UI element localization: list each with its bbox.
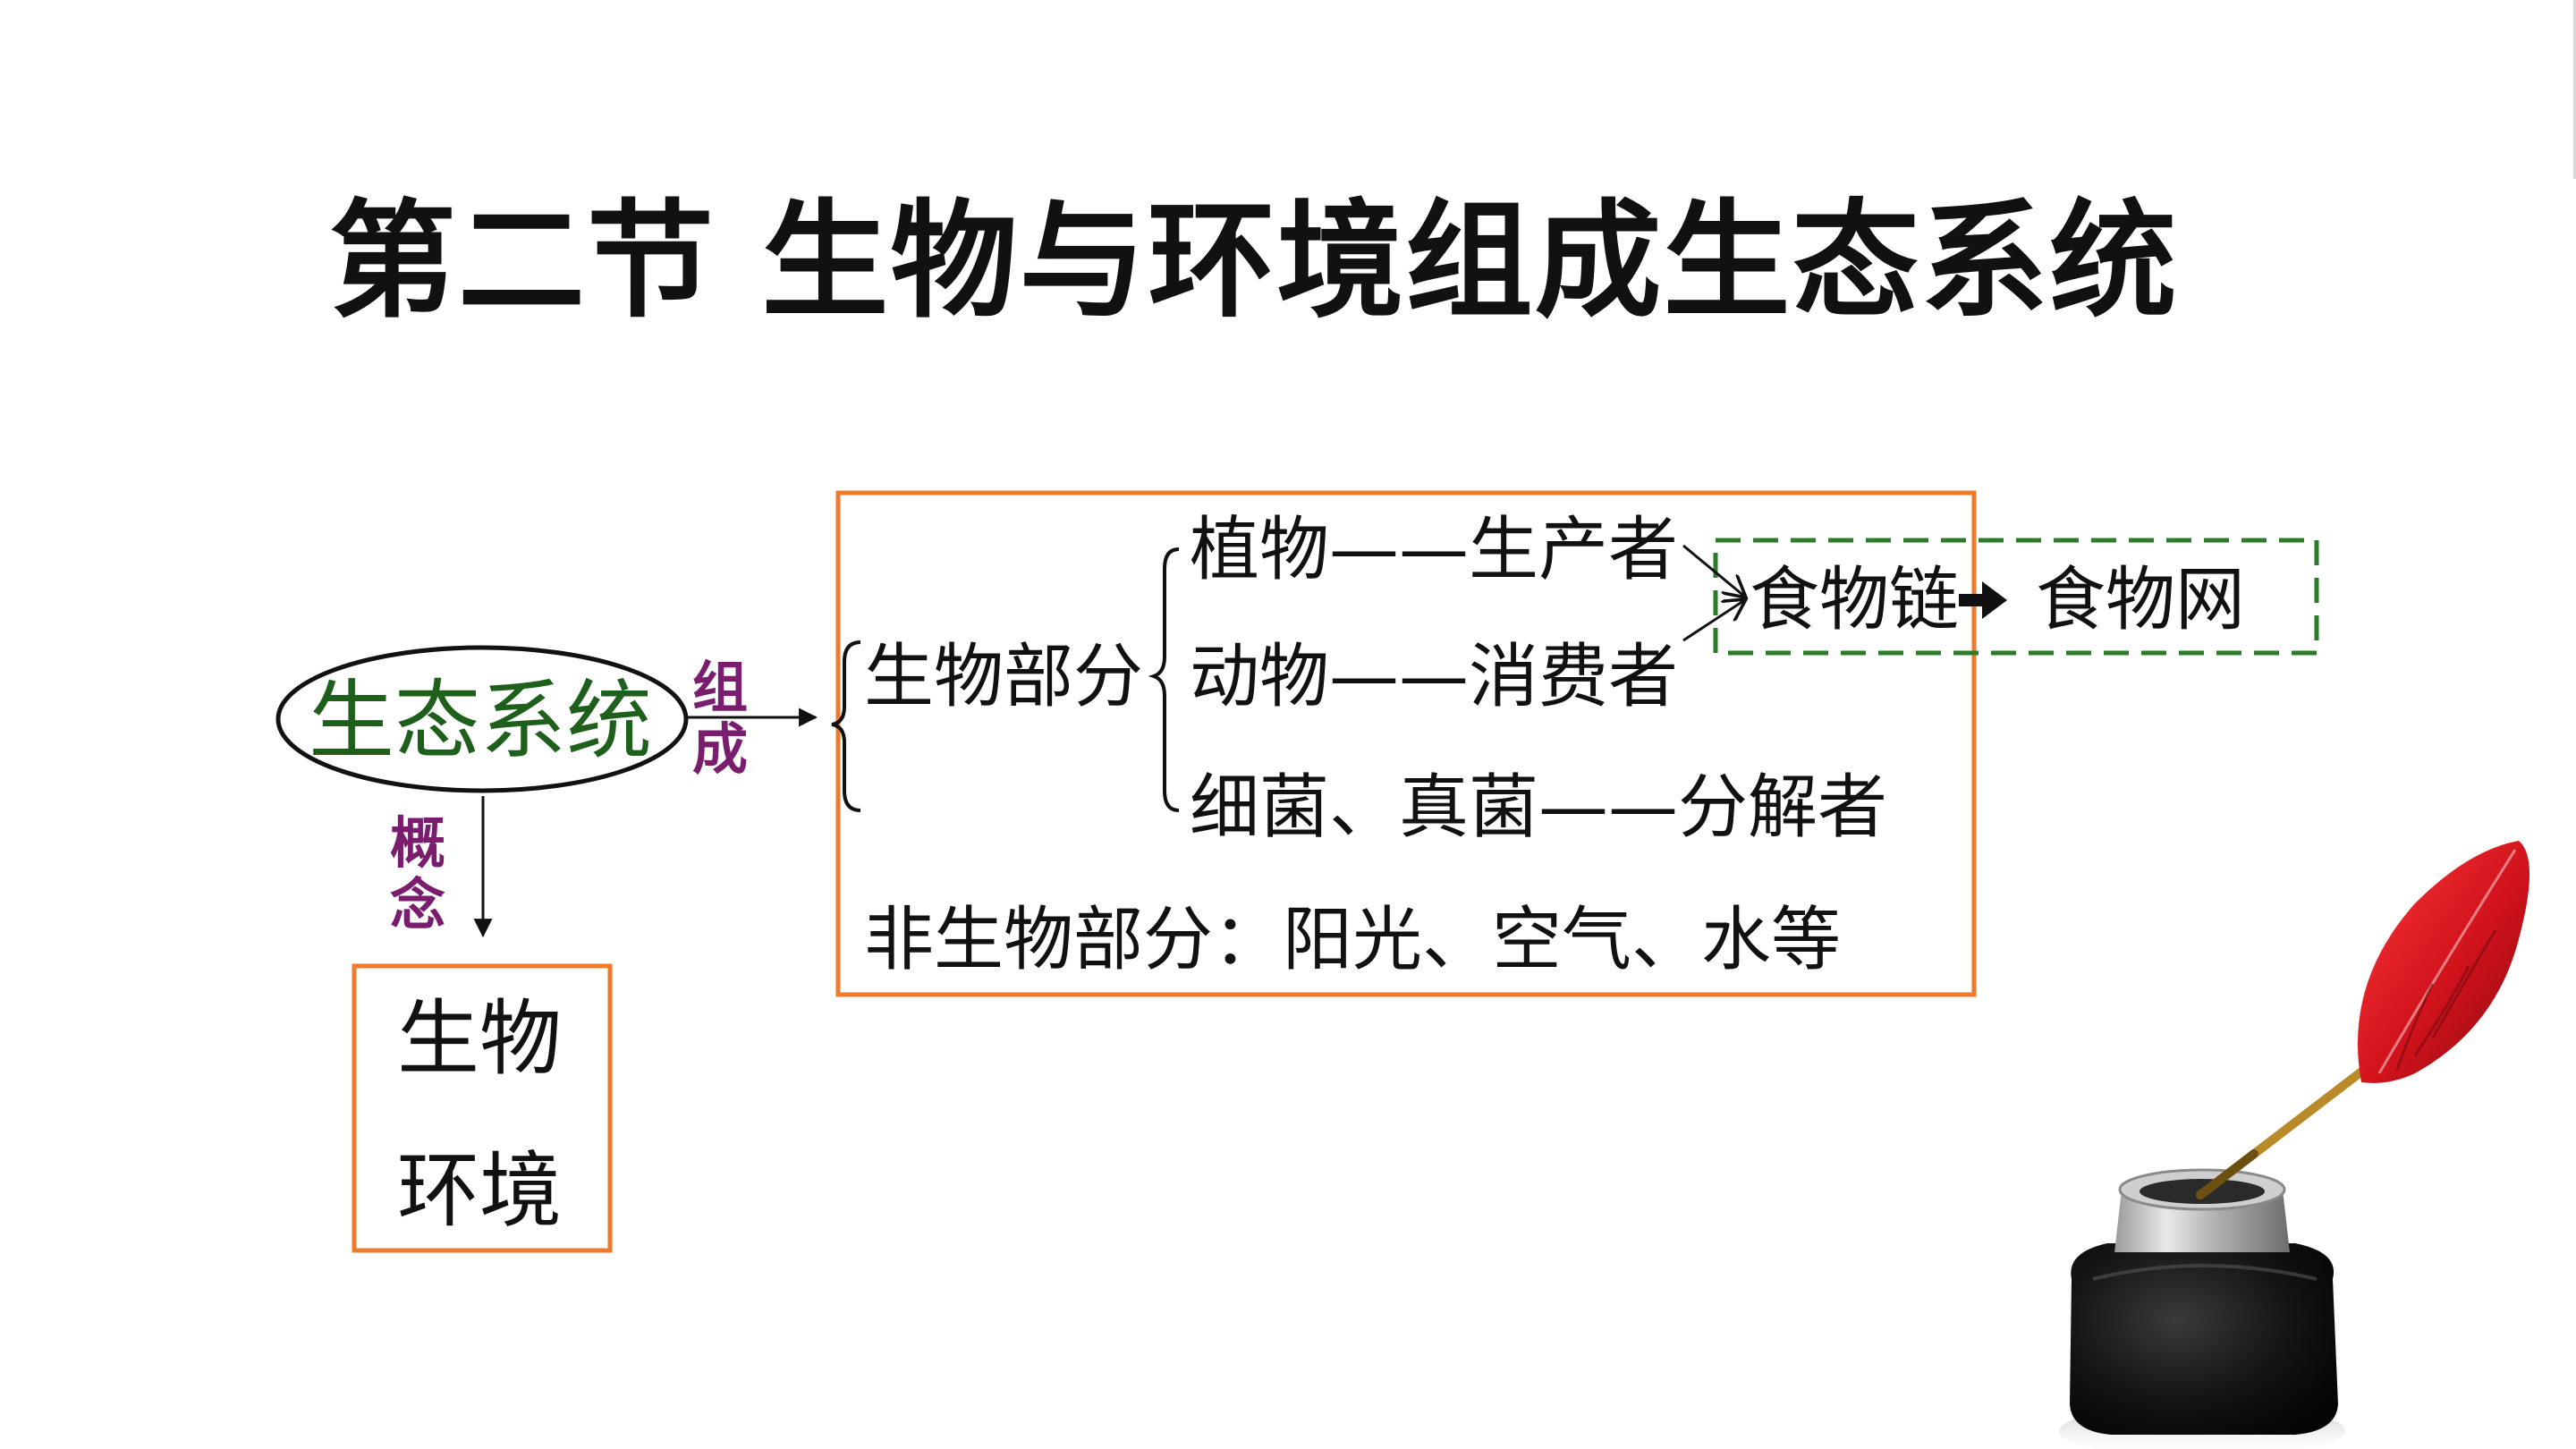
consumer-arrow xyxy=(1682,599,1746,642)
row-animal: 动物——消费者 xyxy=(1190,642,1678,712)
row-organism: 细菌、真菌 xyxy=(1190,767,1539,848)
row-role: 消费者 xyxy=(1469,637,1679,717)
row-organism: 动物 xyxy=(1190,637,1330,717)
row-dash: —— xyxy=(1538,767,1679,848)
slide-edge-line xyxy=(2573,0,2576,179)
row-organism: 植物 xyxy=(1190,510,1330,590)
producer-arrow xyxy=(1682,544,1746,597)
biotic-label: 生物部分 xyxy=(864,637,1144,717)
ecosystem-ellipse xyxy=(275,645,689,793)
row-dash: —— xyxy=(1329,510,1470,590)
food-box xyxy=(1713,538,2319,656)
outer-brace xyxy=(831,640,861,812)
abiotic-label: 非生物部分：阳光、空气、水等 xyxy=(864,900,1842,980)
composition-label: 组成 xyxy=(692,655,749,783)
concept-label: 概念 xyxy=(390,810,446,938)
chain-to-web-arrow xyxy=(1959,581,2007,619)
row-role: 生产者 xyxy=(1469,510,1679,590)
concept-line-environment: 环境 xyxy=(397,1143,563,1239)
food-web-label: 食物网 xyxy=(2036,560,2246,640)
ecosystem-label: 生态系统 xyxy=(309,671,652,771)
inner-brace xyxy=(1148,547,1180,812)
row-plant: 植物——生产者 xyxy=(1190,515,1678,585)
slide-title: 第二节 生物与环境组成生态系统 xyxy=(329,188,2179,335)
food-chain-label: 食物链 xyxy=(1750,560,1960,640)
row-dash: —— xyxy=(1329,637,1470,717)
composition-box xyxy=(835,490,1977,997)
row-microbe: 细菌、真菌——分解者 xyxy=(1190,773,1887,843)
concept-box xyxy=(352,963,613,1253)
quill-pen-icon xyxy=(2059,841,2529,1449)
row-role: 分解者 xyxy=(1678,767,1888,848)
concept-line-organism: 生物 xyxy=(397,991,563,1087)
